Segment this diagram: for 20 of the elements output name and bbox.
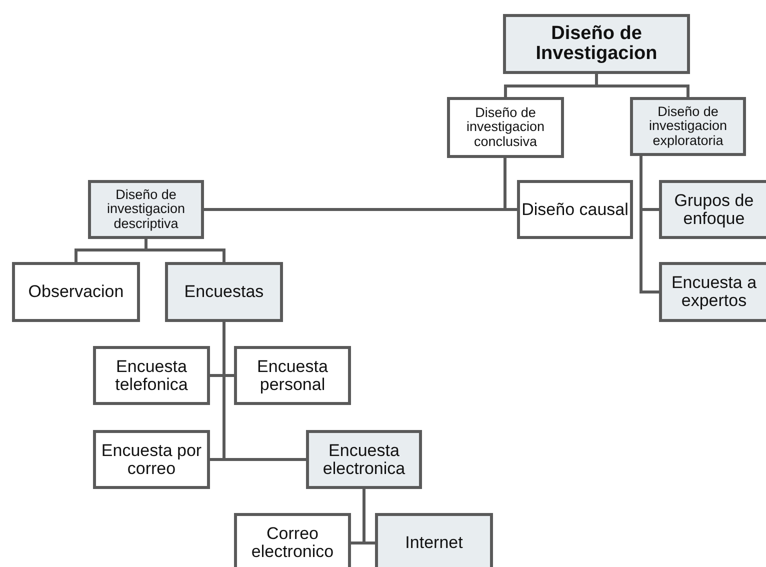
topic-box: Diseño de investigacion descriptiva	[88, 180, 204, 239]
topic-box: Correo electronico	[234, 513, 351, 567]
topic-box: Encuesta electronica	[306, 430, 422, 489]
connector-line	[595, 74, 690, 97]
topic-box: Encuesta personal	[234, 346, 351, 405]
topic-box: Internet	[375, 513, 493, 567]
topic-box: Encuesta a expertos	[659, 262, 766, 322]
topic-box: Encuesta por correo	[93, 430, 210, 489]
connector-line	[640, 156, 659, 294]
topic-box: Encuestas	[165, 262, 283, 322]
topic-box: Diseño causal	[517, 180, 633, 239]
topic-box: Encuesta telefonica	[93, 346, 210, 405]
topic-box: Grupos de enfoque	[659, 180, 766, 239]
connector-line	[362, 489, 375, 544]
topic-box: Diseño de Investigacion	[503, 14, 690, 74]
topic-box: Diseño de investigacion conclusiva	[447, 97, 564, 158]
connector-line	[504, 158, 517, 211]
topic-box: Diseño de investigacion exploratoria	[630, 97, 746, 156]
connector-line	[144, 239, 226, 262]
topic-box: Observacion	[12, 262, 140, 322]
